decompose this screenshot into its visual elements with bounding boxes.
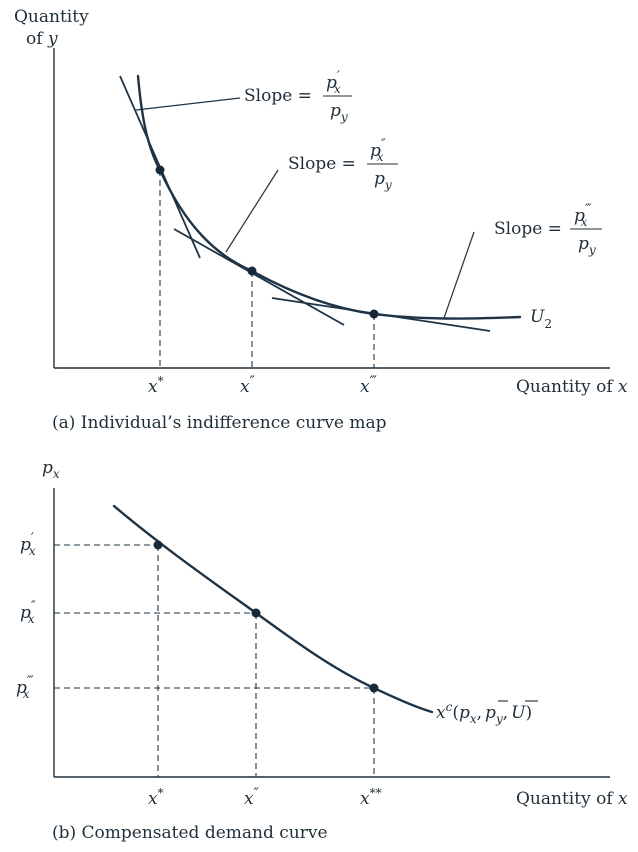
slope-label-2-numerator: p″x bbox=[370, 137, 386, 164]
demand-point-3 bbox=[369, 683, 379, 693]
panel-b-caption: (b) Compensated demand curve bbox=[52, 823, 328, 843]
panel-a-x-axis-label-text: Quantity of bbox=[516, 377, 614, 397]
panel-a-tick-x-star: x* bbox=[148, 374, 164, 397]
slope-label-3: Slope = p‴x py bbox=[494, 202, 602, 257]
tangency-point-3 bbox=[369, 309, 379, 319]
panel-b-tick-x-star: x* bbox=[148, 786, 164, 809]
slope-label-3-denominator: py bbox=[578, 234, 596, 257]
slope-label-1: Slope = p′x py bbox=[244, 69, 352, 124]
tangency-point-1 bbox=[155, 165, 165, 175]
panel-b-tick-x-double-prime: x″ bbox=[244, 786, 259, 809]
panel-a-tick-x-triple-prime: x‴ bbox=[360, 374, 377, 397]
slope-label-1-denominator: py bbox=[330, 101, 348, 124]
panel-b-y-axis-label: px bbox=[42, 458, 60, 481]
panel-b-x-axis-label-text: Quantity of bbox=[516, 789, 614, 809]
panel-a-y-axis-label-line1: Quantity bbox=[14, 7, 89, 27]
indifference-curve-label: U2 bbox=[530, 307, 552, 331]
indifference-curve-u2 bbox=[136, 74, 522, 320]
tangency-point-2 bbox=[247, 266, 257, 276]
slope-label-2-denominator: py bbox=[374, 169, 392, 192]
panel-a-caption: (a) Individual’s indifference curve map bbox=[52, 413, 387, 433]
panel-b-tick-x-double-star: x** bbox=[360, 786, 382, 809]
slope-label-1-word: Slope = bbox=[244, 86, 312, 106]
panel-a-x-axis-label: Quantity of x bbox=[516, 377, 628, 397]
slope-leader-1 bbox=[135, 97, 241, 111]
slope-label-1-numerator: p′x bbox=[326, 69, 341, 96]
slope-label-3-word: Slope = bbox=[494, 219, 562, 239]
slope-label-3-numerator: p‴x bbox=[574, 202, 592, 229]
panel-b-price-label-3: p‴x bbox=[16, 674, 34, 701]
panel-b-x-axis-label: Quantity of x bbox=[516, 789, 628, 809]
panel-a-y-axis-label-line2: of y bbox=[26, 29, 58, 49]
slope-leader-2 bbox=[225, 169, 279, 253]
panel-a-y-axis-label-var: y bbox=[47, 29, 58, 49]
panel-a-x-axis-label-var: x bbox=[618, 377, 628, 397]
panel-b-price-label-2: p″x bbox=[20, 599, 36, 626]
panel-a-tick-x-double-prime: x″ bbox=[240, 374, 255, 397]
demand-point-2 bbox=[251, 608, 261, 618]
slope-leader-3 bbox=[443, 231, 475, 319]
demand-point-1 bbox=[153, 540, 163, 550]
slope-label-2-word: Slope = bbox=[288, 154, 356, 174]
demand-curve-label: xc(px,py,U) bbox=[436, 700, 532, 726]
panel-b-compensated-demand-curve: px Quantity of x p′x p″x p‴x xc(px,py,U)… bbox=[16, 458, 628, 843]
panel-a-indifference-curve-map: Quantity of y Quantity of x Slope = p′x … bbox=[14, 7, 628, 433]
compensated-demand-curve bbox=[112, 504, 434, 714]
slope-label-2: Slope = p″x py bbox=[288, 137, 398, 192]
tangent-line-2 bbox=[173, 228, 345, 326]
panel-b-x-axis-label-var: x bbox=[618, 789, 628, 809]
panel-a-y-axis-label-of: of bbox=[26, 29, 44, 49]
tangent-line-3 bbox=[271, 297, 491, 332]
panel-b-price-label-1: p′x bbox=[20, 531, 36, 558]
